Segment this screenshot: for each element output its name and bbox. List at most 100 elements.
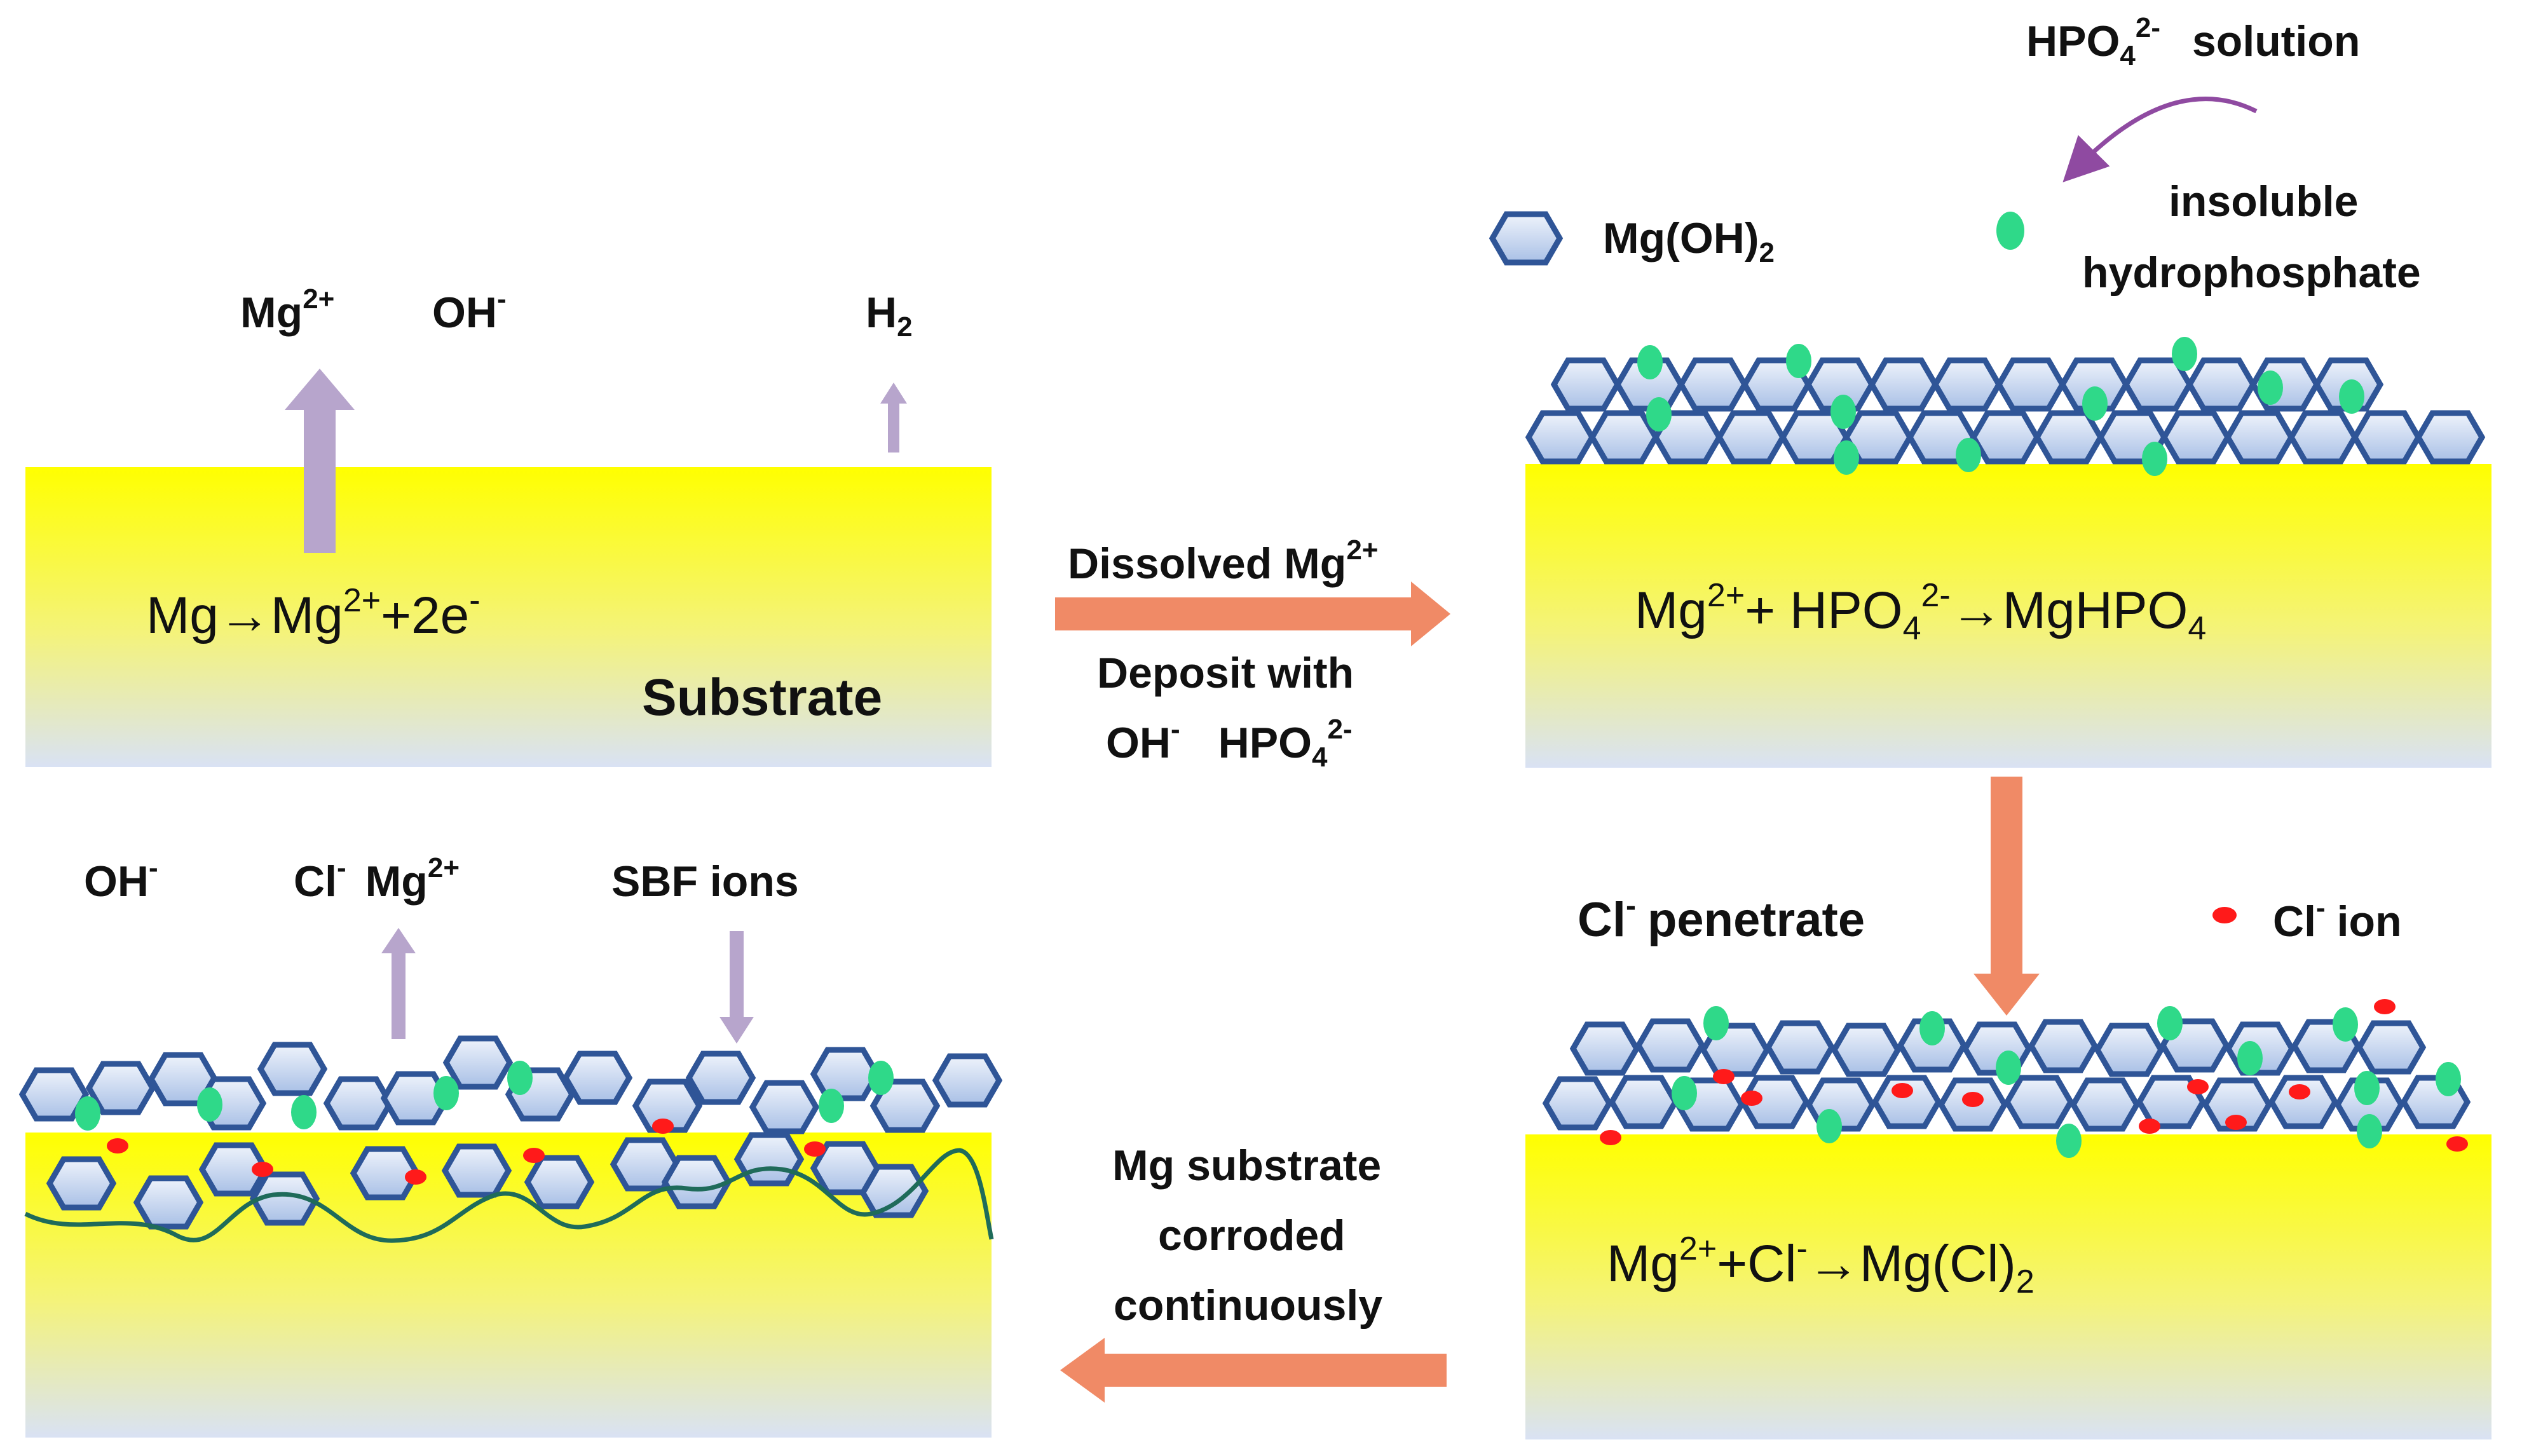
hexagon xyxy=(1871,1075,1942,1129)
hexagon xyxy=(85,1061,156,1115)
hydrophosphate-particle xyxy=(2339,379,2364,414)
panel-4-corrosion: OH- Cl-Mg2+ SBF ions xyxy=(18,852,1003,1438)
hydrophosphate-particle xyxy=(2258,371,2283,405)
h2-release-arrow xyxy=(880,383,907,452)
hydrophosphate-particle xyxy=(2333,1007,2358,1042)
hexagon xyxy=(1542,1076,1613,1131)
hexagon xyxy=(932,1053,1003,1108)
anodic-reaction: Mg→Mg2++2e- xyxy=(146,582,481,644)
substrate-block-3 xyxy=(1525,1134,2491,1439)
hydrophosphate-particle xyxy=(291,1095,317,1129)
hexagon xyxy=(1970,410,2041,465)
cl-ion xyxy=(2289,1084,2310,1099)
hexagon xyxy=(46,1156,117,1211)
hydrophosphate-particle xyxy=(2082,386,2108,421)
cl-ion xyxy=(107,1138,128,1153)
cl-ion xyxy=(2225,1115,2247,1130)
hexagon xyxy=(323,1076,394,1131)
insoluble-label: insoluble xyxy=(2169,177,2358,226)
hydrophosphate-particle xyxy=(75,1096,100,1131)
hexagon xyxy=(1588,410,1660,465)
hexagon xyxy=(1677,357,1748,412)
hexagon xyxy=(2268,1075,2339,1129)
hydrophosphate-label: hydrophosphate xyxy=(2082,248,2421,297)
hexagon xyxy=(1550,357,1621,412)
hexagon xyxy=(2186,357,2257,412)
hexagon xyxy=(442,1035,514,1090)
cl-ions-3 xyxy=(1600,999,2468,1152)
cl-ion-legend-icon xyxy=(2212,907,2237,923)
hydrophosphate-particle xyxy=(1919,1011,1945,1045)
hexagon xyxy=(632,1078,703,1133)
cl-penetrate-label: Cl-penetrate xyxy=(1578,889,1865,947)
hydrophosphate-legend-icon xyxy=(1996,212,2024,250)
mg-release-arrow xyxy=(285,369,355,553)
panel-3-chloride-attack: Mg2++Cl-→Mg(Cl)2 xyxy=(1525,999,2491,1439)
hexagon xyxy=(2224,410,2295,465)
hexagon xyxy=(524,1155,595,1209)
hexagon xyxy=(2003,1075,2075,1129)
hydrophosphate-particle xyxy=(1703,1006,1729,1040)
substrate-block-2 xyxy=(1525,464,2491,768)
hexagon xyxy=(2415,410,2486,465)
hydrophosphate-particle xyxy=(1646,397,1672,432)
cl-ion xyxy=(804,1141,826,1157)
sbf-ions-label: SBF ions xyxy=(611,857,799,906)
hexagon xyxy=(2160,410,2232,465)
cl-ion-legend-label: Cl-ion xyxy=(2273,892,2402,946)
cl-ion xyxy=(2139,1119,2160,1134)
hexagon xyxy=(1525,410,1596,465)
cl-ion xyxy=(523,1148,545,1163)
hydrophosphate-particle xyxy=(1834,440,1859,475)
hexagon xyxy=(1569,1021,1640,1076)
hexagon xyxy=(733,1132,805,1187)
arrow-corroded: Mg substrate corroded continuously xyxy=(1060,1141,1447,1403)
cl-mg-label-4: Cl-Mg2+ xyxy=(294,852,460,906)
hydrophosphate-particle xyxy=(2142,442,2167,476)
hexagon xyxy=(1995,357,2066,412)
arrow-penetrate: Cl-penetrate Cl-ion xyxy=(1578,777,2402,1016)
hydrophosphate-particles-4 xyxy=(75,1061,894,1131)
mg-oh2-layer xyxy=(1525,357,2486,465)
hydrophosphate-particle xyxy=(1830,395,1856,429)
arrow-deposit: Dissolved Mg2+ Deposit with OH-HPO42- xyxy=(1055,534,1450,773)
hexagon xyxy=(1635,1018,1706,1073)
hydrophosphate-particle xyxy=(868,1061,894,1095)
substrate-block-1 xyxy=(25,467,992,767)
hexagon xyxy=(661,1155,732,1209)
hexagon xyxy=(1764,1020,1836,1075)
hexagon xyxy=(2069,1077,2141,1132)
corroded-line-1: Mg substrate xyxy=(1112,1141,1381,1190)
hexagon xyxy=(1932,357,2003,412)
hydrophosphate-particle xyxy=(1672,1076,1697,1110)
hexagon xyxy=(441,1143,512,1198)
hexagon xyxy=(1868,357,1939,412)
corroded-line-2: corroded xyxy=(1158,1211,1346,1260)
hexagon xyxy=(2094,1023,2165,1077)
phosphate-reaction: Mg2++ HPO42-→MgHPO4 xyxy=(1635,577,2206,647)
mg-oh2-layer-disturbed xyxy=(1542,1018,2471,1132)
hexagon xyxy=(257,1042,328,1096)
hydrophosphate-particle xyxy=(2436,1062,2461,1096)
hexagon xyxy=(2351,410,2422,465)
hydrophosphate-particle xyxy=(1786,344,1811,378)
hydrophosphate-particles-3 xyxy=(1672,1006,2461,1158)
precipitation-curve-arrow xyxy=(2062,97,2258,182)
panel-1-dissolution: Mg2+ OH- H2 Mg→Mg2++2e- Substrate xyxy=(25,283,992,767)
hydrophosphate-particle xyxy=(507,1061,533,1095)
hexagon xyxy=(685,1051,756,1105)
substrate-label: Substrate xyxy=(642,669,882,726)
mg-oh2-legend-icon xyxy=(1489,211,1564,266)
hexagon xyxy=(1608,1075,1679,1129)
hexagon xyxy=(2287,410,2359,465)
hexagon xyxy=(2355,1020,2427,1075)
hydrophosphate-particle xyxy=(1637,345,1663,379)
corrosion-front-line xyxy=(24,1148,994,1243)
hydrophosphate-particle xyxy=(2172,337,2197,371)
mg-oh2-legend-label: Mg(OH)2 xyxy=(1603,214,1775,268)
cl-ion xyxy=(2446,1136,2468,1152)
hexagon xyxy=(2202,1077,2273,1132)
mg-ion-label: Mg2+ xyxy=(240,283,334,337)
cl-ion xyxy=(405,1169,426,1185)
cl-ion xyxy=(1741,1091,1762,1106)
